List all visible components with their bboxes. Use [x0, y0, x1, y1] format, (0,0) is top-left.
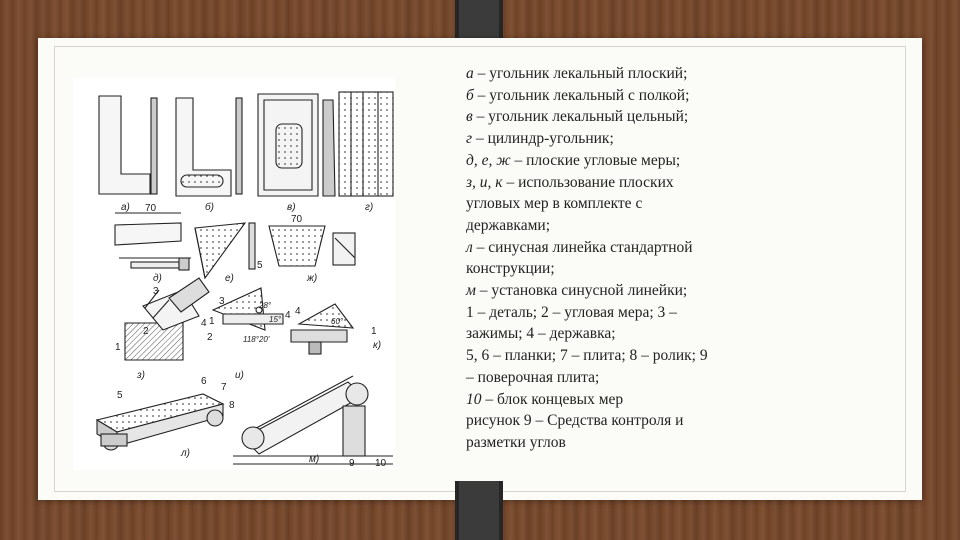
angle-gauge-zh — [268, 225, 326, 267]
caption-line: державками; — [466, 216, 551, 234]
callout-i-4: 4 — [285, 310, 291, 321]
caption-line: в – угольник лекальный цельный; — [466, 108, 689, 126]
caption-line: д, е, ж – плоские угловые меры; — [466, 151, 681, 169]
callout-k-1: 1 — [371, 326, 377, 337]
callout-z-2: 2 — [143, 326, 149, 337]
caption-line: разметки углов — [466, 433, 566, 451]
angle-15: 15° — [269, 315, 282, 324]
dim-70-zh: 70 — [291, 214, 303, 225]
dim-5: 5 — [257, 260, 263, 271]
angle-28: 28° — [258, 301, 272, 310]
callout-z-1: 1 — [115, 342, 121, 353]
caption-line: б – угольник лекальный с полкой; — [466, 86, 690, 104]
callout-k-4: 4 — [295, 306, 301, 317]
caption-line: зажимы; 4 – державка; — [466, 325, 616, 343]
figure-caption: а – угольник лекальный плоский; б – угол… — [466, 63, 766, 454]
fig-label-b: б) — [205, 201, 214, 213]
caption-line: г – цилиндр-угольник; — [466, 130, 614, 148]
square-b-slot — [180, 174, 224, 188]
figure-drawing: а) б) в) г) д) е) ж) з) и) к) л) м) 70 7… — [95, 91, 394, 469]
caption-line: конструкции; — [466, 260, 555, 278]
fig-label-m: м) — [309, 454, 319, 465]
square-b-blade — [150, 97, 158, 195]
caption-line: рисунок 9 – Средства контроля и — [466, 412, 684, 430]
gauge-block-stack — [342, 405, 366, 457]
cylinder-square — [338, 91, 394, 197]
angle-gauge-d — [114, 222, 182, 246]
technical-figure: а) б) в) г) д) е) ж) з) и) к) л) м) 70 7… — [73, 78, 395, 470]
angle-118-20: 118°20' — [243, 335, 270, 344]
caption-line: 5, 6 – планки; 7 – плита; 8 – ролик; 9 — [466, 347, 708, 365]
square-a-shape — [98, 95, 151, 195]
fig-label-g: г) — [365, 202, 373, 213]
fig-label-zh: ж) — [306, 273, 317, 284]
angle-set-k — [290, 329, 348, 343]
callout-l-7: 7 — [221, 382, 227, 393]
fig-label-k: к) — [373, 340, 381, 351]
caption-line: 1 – деталь; 2 – угловая мера; 3 – — [466, 303, 677, 321]
detail-z — [124, 322, 184, 361]
callout-l-5: 5 — [117, 390, 123, 401]
angle-60: 60° — [331, 317, 344, 326]
fig-label-e: е) — [225, 273, 234, 284]
angle-gauge-e — [194, 222, 247, 280]
fig-label-v: в) — [287, 202, 296, 213]
fig-label-a: а) — [121, 202, 130, 213]
fig-label-l: л) — [180, 448, 190, 459]
fig-label-z: з) — [136, 370, 145, 381]
fig-label-d: д) — [153, 273, 162, 284]
caption-line: – поверочная плита; — [466, 368, 600, 386]
fig-label-i: и) — [235, 370, 244, 381]
dim-70-d: 70 — [145, 203, 157, 214]
callout-m-10: 10 — [375, 458, 387, 469]
callout-l-8: 8 — [229, 400, 235, 411]
callout-i-1: 1 — [209, 316, 215, 327]
callout-i-3: 3 — [219, 296, 225, 307]
caption-line: 10 – блок концевых мер — [466, 390, 624, 408]
square-b-shape — [175, 97, 232, 197]
binder-clip-bottom — [455, 481, 503, 540]
callout-l-6: 6 — [201, 376, 207, 387]
caption-line: а – угольник лекальный плоский; — [466, 65, 688, 82]
square-v-window — [275, 123, 303, 169]
callout-z-3: 3 — [153, 286, 159, 297]
caption-line: з, и, к – использование плоских — [466, 173, 674, 191]
caption-line: угловых мер в комплекте с — [466, 195, 643, 213]
square-v-blade — [235, 97, 243, 195]
caption-line: м – установка синусной линейки; — [466, 282, 688, 300]
callout-i-2: 2 — [207, 332, 213, 343]
caption-line: л – синусная линейка стандартной — [466, 238, 693, 256]
callout-z-4: 4 — [201, 318, 207, 329]
callout-m-9: 9 — [349, 458, 355, 469]
